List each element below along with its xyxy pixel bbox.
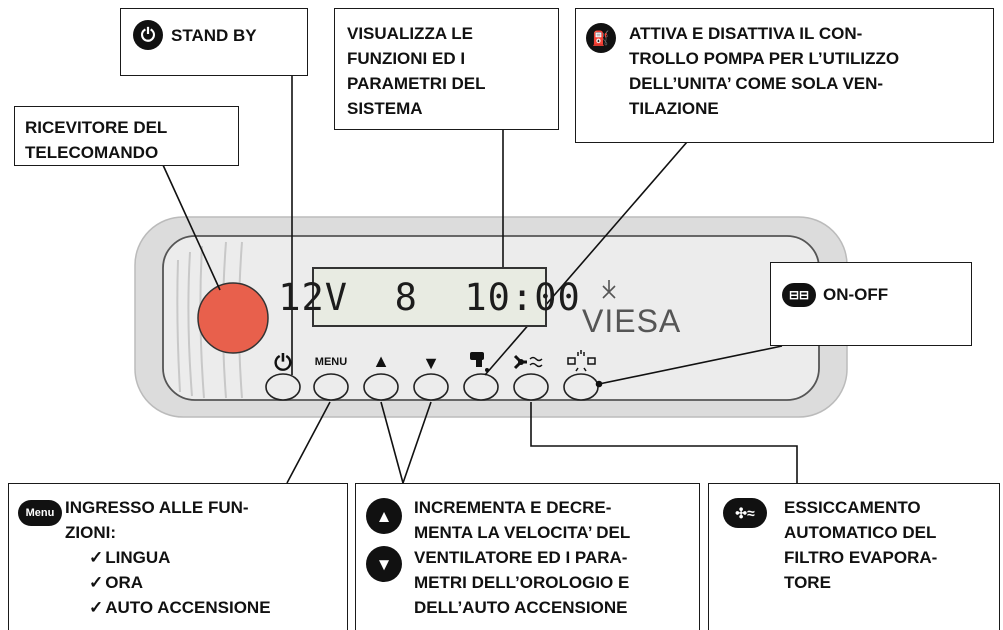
dry-callout-line: FILTRO EVAPORA- bbox=[784, 548, 938, 567]
fan-dry-icon: ✣≈ bbox=[723, 498, 767, 528]
speed-callout-line: METRI DELL’OROLOGIO E bbox=[414, 573, 630, 592]
onoff-panel-icon bbox=[567, 350, 596, 372]
speed-callout-line: MENTA LA VELOCITA’ DEL bbox=[414, 523, 631, 542]
pump-callout-line: TROLLO POMPA PER L’UTILIZZO bbox=[629, 49, 900, 68]
standby-button-label: ⏻ bbox=[274, 350, 292, 375]
display-callout-line: SISTEMA bbox=[347, 99, 423, 118]
receiver-callout-line: RICEVITORE DEL bbox=[25, 118, 168, 137]
menu-callout-line: INGRESSO ALLE FUN- bbox=[65, 498, 249, 517]
menu-item: LINGUA bbox=[89, 545, 347, 570]
dry-callout-line: ESSICCAMENTO bbox=[784, 498, 921, 517]
display-callout-line: FUNZIONI ED I bbox=[347, 49, 466, 68]
onoff-icon: ⊟⊟ bbox=[782, 283, 816, 307]
up-button-label: ▲ bbox=[372, 351, 390, 371]
receiver-callout-line: TELECOMANDO bbox=[25, 143, 159, 162]
display-callout-line: VISUALIZZA LE bbox=[347, 24, 473, 43]
pump-callout-line: TILAZIONE bbox=[629, 99, 719, 118]
menu-items-list: LINGUA ORA AUTO ACCENSIONE bbox=[65, 545, 347, 620]
onoff-button bbox=[563, 373, 599, 401]
standby-callout-text: STAND BY bbox=[171, 26, 257, 45]
display-callout: VISUALIZZA LE FUNZIONI ED I PARAMETRI DE… bbox=[334, 8, 559, 130]
up-button bbox=[363, 373, 399, 401]
brand-logo-fan bbox=[602, 280, 616, 299]
down-button-label: ▼ bbox=[422, 353, 440, 373]
speed-callout-line: DELL’AUTO ACCENSIONE bbox=[414, 598, 628, 617]
onoff-callout-text: ON-OFF bbox=[823, 285, 889, 304]
display-callout-line: PARAMETRI DEL bbox=[347, 74, 486, 93]
remote-receiver bbox=[197, 282, 269, 354]
menu-button bbox=[313, 373, 349, 401]
pump-callout-line: DELL’UNITA’ COME SOLA VEN- bbox=[629, 74, 884, 93]
standby-button bbox=[265, 373, 301, 401]
pump-icon: ⛽ bbox=[586, 23, 616, 53]
speed-callout-line: INCREMENTA E DECRE- bbox=[414, 498, 612, 517]
up-arrow-icon: ▲ bbox=[366, 498, 402, 534]
speed-callout: ▲ ▼ INCREMENTA E DECRE- MENTA LA VELOCIT… bbox=[355, 483, 700, 630]
standby-callout: ⏻ STAND BY bbox=[120, 8, 308, 76]
receiver-callout: RICEVITORE DEL TELECOMANDO bbox=[14, 106, 239, 166]
power-icon: ⏻ bbox=[133, 20, 163, 50]
pump-callout: ⛽ ATTIVA E DISATTIVA IL CON- TROLLO POMP… bbox=[575, 8, 994, 143]
fan-panel-icon bbox=[513, 354, 543, 370]
pump-button bbox=[463, 373, 499, 401]
pump-callout-line: ATTIVA E DISATTIVA IL CON- bbox=[629, 24, 863, 43]
dry-callout-line: TORE bbox=[784, 573, 831, 592]
brand-logo: VIESA bbox=[582, 303, 682, 339]
dry-callout: ✣≈ ESSICCAMENTO AUTOMATICO DEL FILTRO EV… bbox=[708, 483, 1000, 630]
lcd-display: 12V 8 10:00 bbox=[278, 267, 580, 327]
speed-callout-line: VENTILATORE ED I PARA- bbox=[414, 548, 628, 567]
menu-callout-line: ZIONI: bbox=[65, 523, 116, 542]
pump-panel-icon bbox=[470, 352, 489, 372]
menu-button-label: MENU bbox=[314, 356, 348, 368]
onoff-callout: ⊟⊟ ON-OFF bbox=[770, 262, 972, 346]
button-row bbox=[265, 373, 599, 401]
menu-item: AUTO ACCENSIONE bbox=[89, 595, 347, 620]
menu-callout: Menu INGRESSO ALLE FUN- ZIONI: LINGUA OR… bbox=[8, 483, 348, 630]
down-arrow-icon: ▼ bbox=[366, 546, 402, 582]
dry-callout-line: AUTOMATICO DEL bbox=[784, 523, 937, 542]
dry-button bbox=[513, 373, 549, 401]
menu-item: ORA bbox=[89, 570, 347, 595]
down-button bbox=[413, 373, 449, 401]
menu-icon: Menu bbox=[18, 500, 62, 526]
leader-lines bbox=[162, 75, 798, 484]
